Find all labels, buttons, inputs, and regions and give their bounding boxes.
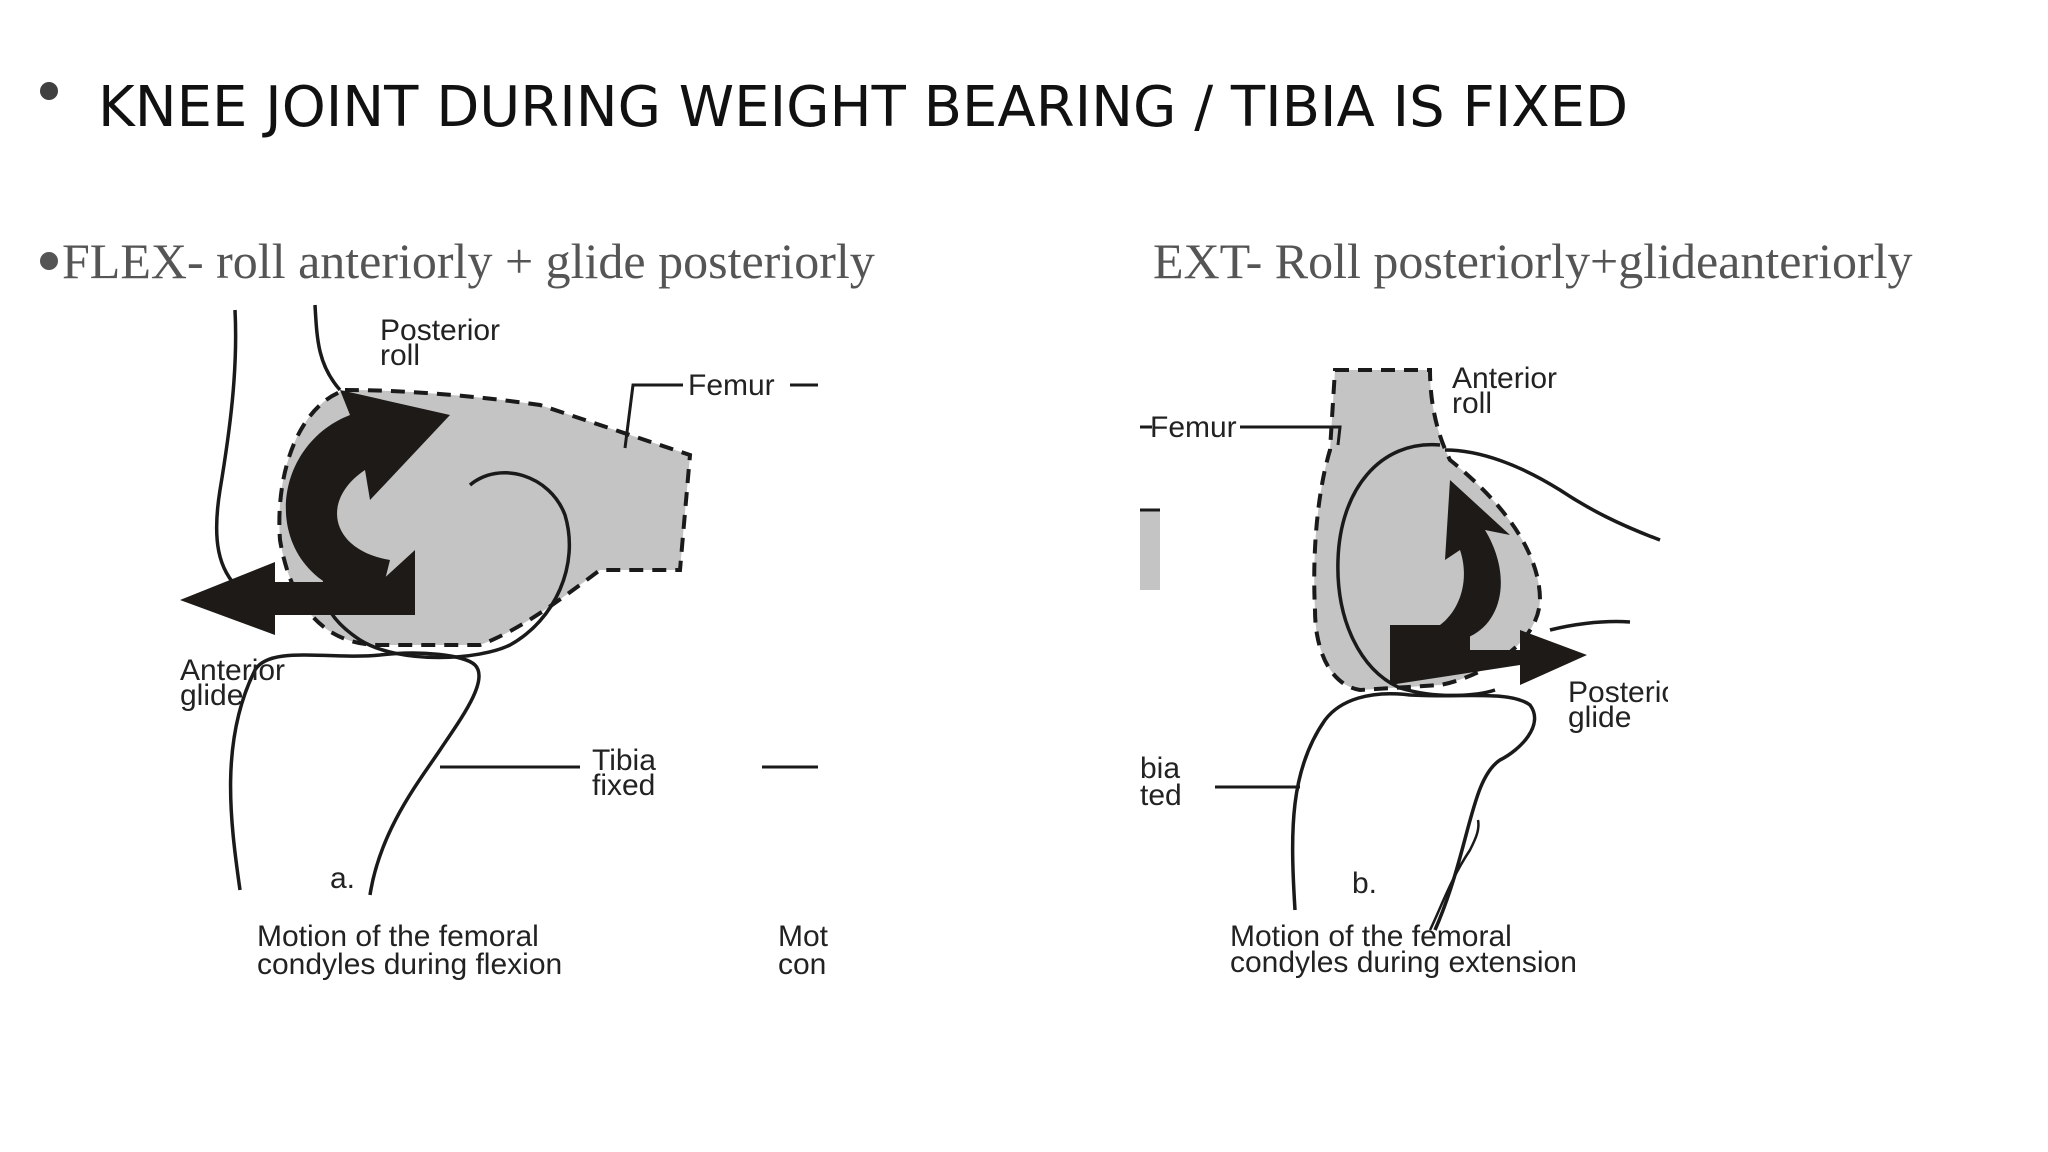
cut-caption-2: con <box>778 948 826 981</box>
posterior-outline <box>1549 619 1631 632</box>
femur-label: Femur <box>1150 411 1237 444</box>
roll-arrow <box>285 390 450 600</box>
anterior-glide-label-2: glide <box>180 679 243 712</box>
anterior-glide-label: Anterior <box>180 654 285 687</box>
roll-arrow <box>1440 480 1510 640</box>
anterior-roll-label-2: roll <box>1452 387 1492 420</box>
flexion-diagram-svg: Posterior roll Femur Anterior glide Tibi… <box>180 304 829 981</box>
femur-leader <box>1240 425 1342 446</box>
glide-arrow <box>180 550 415 635</box>
tibia-label: Tibia <box>592 744 656 777</box>
anterior-roll-label: Anterior <box>1452 362 1557 395</box>
extension-text: EXT- Roll posteriorly+glideanteriorly <box>1153 233 1913 289</box>
quad-outline <box>1444 448 1661 542</box>
glide-arrow <box>1390 625 1587 685</box>
extension-diagram-svg: Anterior roll Femur Posterio glide bia t… <box>1140 362 1678 979</box>
caption-line-2: condyles during extension <box>1230 946 1577 979</box>
tibia-bone <box>1290 692 1537 931</box>
signature <box>1428 819 1480 931</box>
left-fragment <box>1140 510 1160 590</box>
caption-line-1: Motion of the femoral <box>257 920 539 953</box>
cut-caption-1: Mot <box>778 920 828 953</box>
caption-line-1: Motion of the femoral <box>1230 920 1512 953</box>
posterior-glide-label-2: glide <box>1568 701 1631 734</box>
flexion-subheading: FLEX- roll anteriorly + glide posteriorl… <box>40 232 875 290</box>
posterior-roll-label-2: roll <box>380 339 420 372</box>
posterior-outline <box>313 304 342 392</box>
posterior-glide-label: Posterio <box>1568 676 1668 709</box>
tibia-label: bia <box>1140 752 1180 785</box>
tibia-label-2: fixed <box>592 769 655 802</box>
posterior-roll-label: Posterior <box>380 314 500 347</box>
tibia-label-2: ted <box>1140 779 1182 812</box>
femur-label: Femur <box>688 369 775 402</box>
panel-letter: b. <box>1352 867 1377 900</box>
anterior-outline <box>214 309 242 592</box>
femur-leader <box>623 383 683 449</box>
flexion-text: FLEX- roll anteriorly + glide posteriorl… <box>62 233 875 289</box>
flexion-diagram: Posterior roll Femur Anterior glide Tibi… <box>180 300 829 1000</box>
caption-line-2: condyles during flexion <box>257 948 562 981</box>
bullet-icon <box>40 252 58 270</box>
extension-subheading: EXT- Roll posteriorly+glideanteriorly <box>1153 232 1913 290</box>
slide-title: KNEE JOINT DURING WEIGHT BEARING / TIBIA… <box>98 75 1629 140</box>
extension-diagram: Anterior roll Femur Posterio glide bia t… <box>1140 350 1678 1000</box>
bullet-icon <box>40 82 58 100</box>
tibia-bone <box>228 651 481 896</box>
condyle-outline <box>322 471 571 660</box>
panel-letter: a. <box>330 862 355 895</box>
slide-heading: KNEE JOINT DURING WEIGHT BEARING / TIBIA… <box>40 70 1628 146</box>
